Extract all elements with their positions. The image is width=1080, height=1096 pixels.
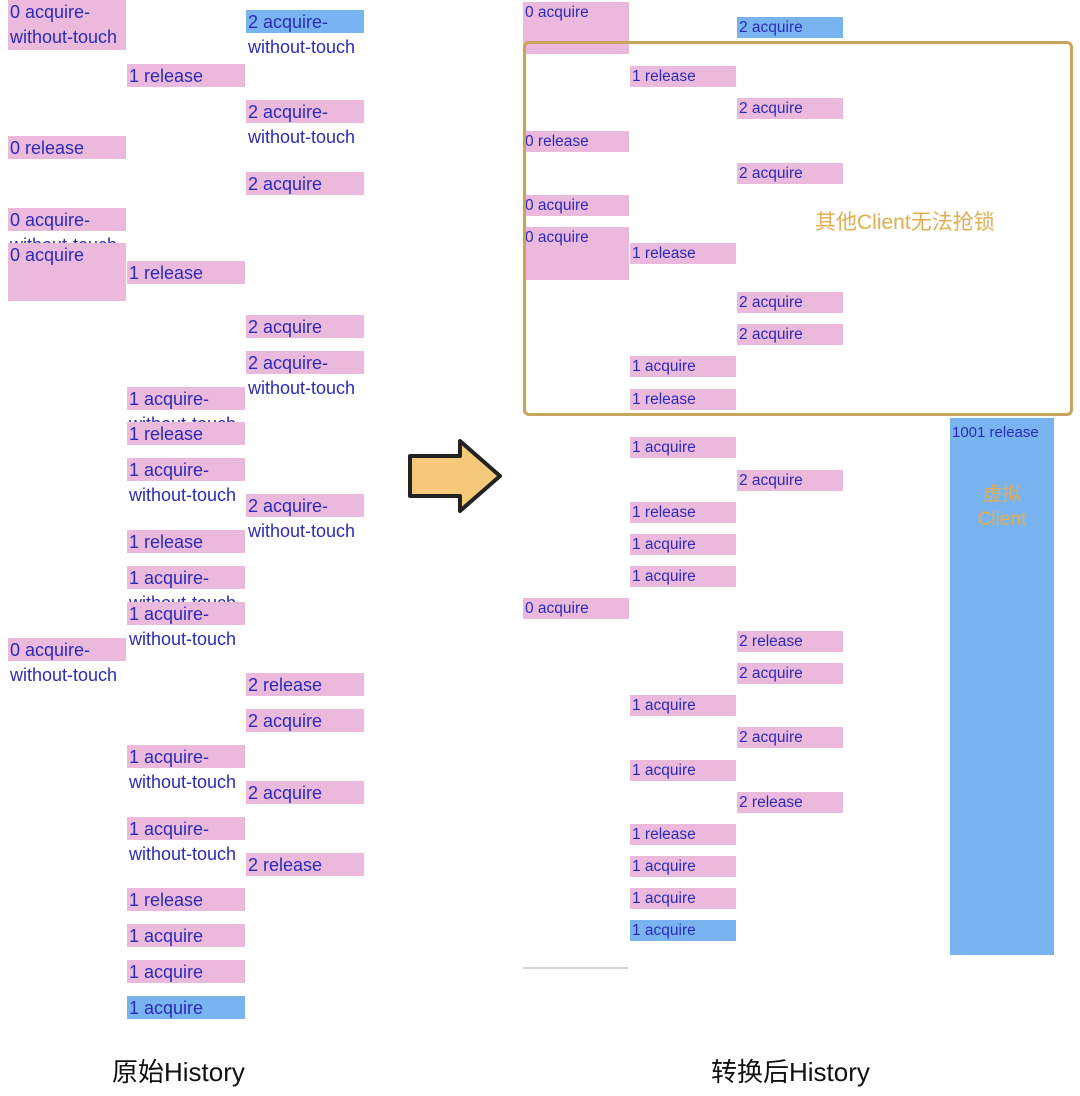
history-op: 0 acquire (523, 2, 629, 54)
history-op: 1 acquire-without-touch (127, 387, 245, 434)
history-op: 0 acquire (523, 598, 629, 619)
blocked-group-box (523, 41, 1073, 416)
history-op: 0 acquire-without-touch (8, 0, 126, 50)
right-arrow-icon (408, 438, 504, 519)
history-op: 0 release (8, 136, 126, 159)
virtual-client-bar (950, 418, 1054, 955)
history-op: 1 release (630, 824, 736, 845)
history-op: 2 acquire (737, 163, 843, 184)
history-op: 2 acquire (737, 727, 843, 748)
history-op: 2 acquire (737, 17, 843, 38)
history-op: 0 acquire (523, 227, 629, 280)
history-op: 2 acquire (246, 709, 364, 732)
virtual-client-note: 虚拟 Client (977, 484, 1027, 530)
history-op: 0 acquire (8, 243, 126, 301)
virtual-client-op: 1001 release (952, 424, 1039, 441)
history-op: 1 release (127, 64, 245, 87)
history-op: 1 acquire (630, 920, 736, 941)
history-op: 1 acquire (630, 888, 736, 909)
history-op: 1 acquire-without-touch (127, 745, 245, 792)
history-op: 1 acquire (127, 924, 245, 947)
history-op: 1 release (127, 261, 245, 284)
history-op: 2 acquire (737, 470, 843, 491)
history-op: 1 acquire-without-touch (127, 458, 245, 505)
history-op: 1 acquire (127, 996, 245, 1019)
original-history-caption: 原始History (112, 1057, 245, 1087)
history-op: 1 acquire (630, 760, 736, 781)
history-op: 1 acquire (630, 566, 736, 587)
history-op: 1 acquire (127, 960, 245, 983)
blocked-group-note: 其他Client无法抢锁 (815, 211, 995, 234)
history-op: 2 acquire (246, 315, 364, 338)
history-op: 0 acquire-without-touch (8, 208, 126, 255)
history-op: 1 acquire-without-touch (127, 817, 245, 864)
history-op: 2 release (737, 631, 843, 652)
history-op: 2 release (246, 853, 364, 876)
history-op: 1 release (127, 530, 245, 553)
history-op: 0 acquire (523, 195, 629, 216)
history-op: 1 release (127, 888, 245, 911)
history-op: 1 acquire (630, 695, 736, 716)
history-op: 1 acquire-without-touch (127, 566, 245, 613)
history-op: 2 acquire (737, 292, 843, 313)
history-op: 1 acquire (630, 356, 736, 377)
history-op: 1 acquire (630, 437, 736, 458)
history-op: 2 acquire-without-touch (246, 494, 364, 541)
history-op: 1 release (127, 422, 245, 445)
history-op: 2 acquire (737, 324, 843, 345)
history-op: 2 acquire-without-touch (246, 10, 364, 57)
history-op: 2 acquire (246, 172, 364, 195)
history-op: 1 acquire (630, 534, 736, 555)
history-op: 1 acquire-without-touch (127, 602, 245, 649)
history-op: 1 release (630, 502, 736, 523)
converted-history-caption: 转换后History (711, 1057, 870, 1087)
history-op: 1 acquire (630, 856, 736, 877)
history-op: 2 acquire-without-touch (246, 100, 364, 147)
history-op: 0 acquire-without-touch (8, 638, 126, 685)
history-op: 1 release (630, 66, 736, 87)
history-op: 2 release (737, 792, 843, 813)
history-op: 2 release (246, 673, 364, 696)
history-op: 0 release (523, 131, 629, 152)
history-op: 1 release (630, 389, 736, 410)
history-op: 2 acquire (737, 98, 843, 119)
history-op: 2 acquire (737, 663, 843, 684)
history-baseline (523, 967, 628, 969)
history-op: 2 acquire-without-touch (246, 351, 364, 398)
history-op: 2 acquire (246, 781, 364, 804)
history-op: 1 release (630, 243, 736, 264)
